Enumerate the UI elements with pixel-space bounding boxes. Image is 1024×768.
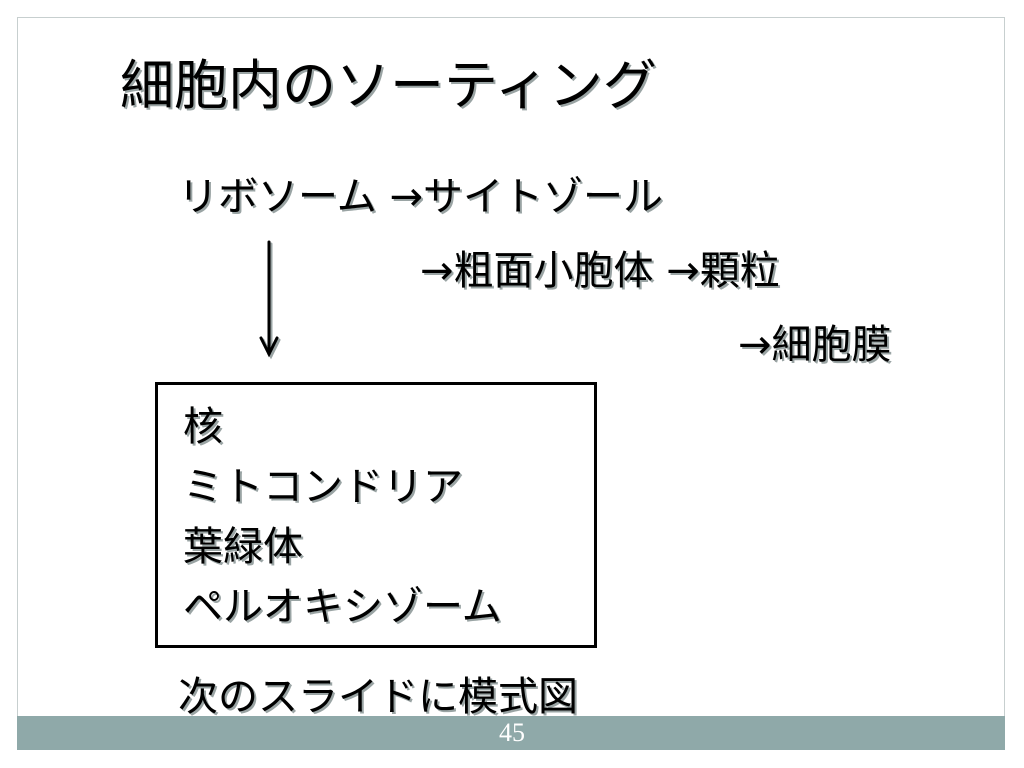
footer-bar [17,716,1005,750]
slide-title: 細胞内のソーティング [120,54,657,117]
next-slide-note: 次のスライドに模式図 [178,674,578,720]
rough-er-to-granule-line: →粗面小胞体 →顆粒 [420,248,780,294]
organelle-item-chloroplast: 葉緑体 [183,524,303,570]
organelle-list: 核 ミトコンドリア 葉緑体 ペルオキシゾーム [183,397,502,637]
organelle-box: 核 ミトコンドリア 葉緑体 ペルオキシゾーム [155,382,597,648]
organelle-item-peroxisome: ペルオキシゾーム [183,584,502,630]
slide-number: 45 [499,718,525,747]
down-arrow-icon [259,240,281,360]
organelle-item-nucleus: 核 [183,404,223,450]
cell-membrane-line: →細胞膜 [738,322,892,368]
ribosome-to-cytosol-line: リボソーム →サイトゾール [178,174,664,220]
organelle-item-mitochondria: ミトコンドリア [183,464,463,510]
